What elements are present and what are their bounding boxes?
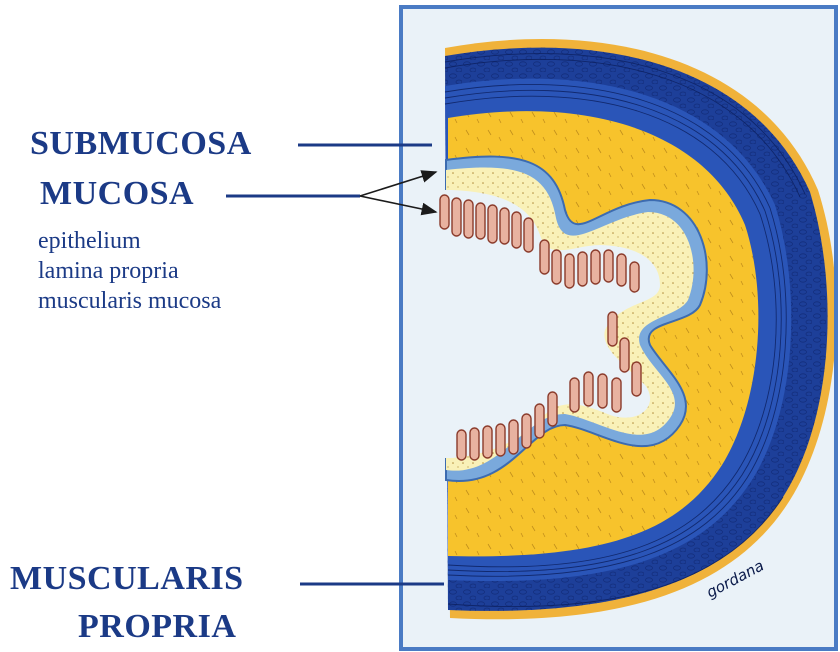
intestinal-wall-diagram: gordana <box>0 0 840 652</box>
